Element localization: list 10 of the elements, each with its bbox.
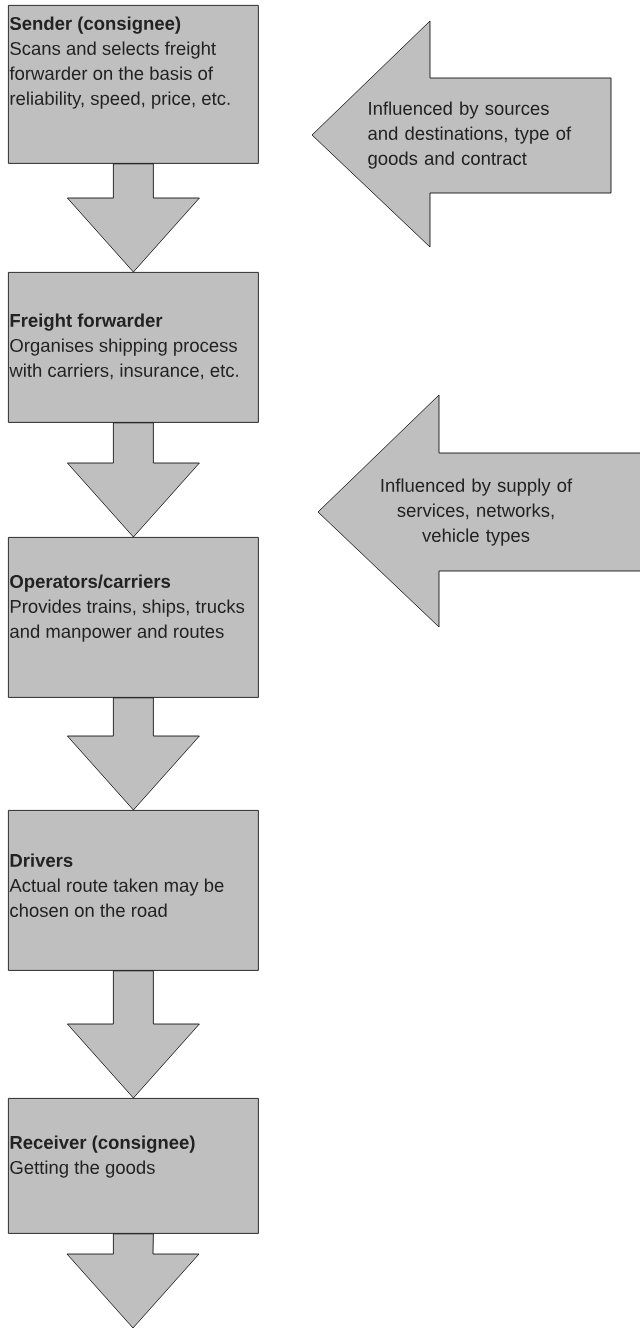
block-arrow — [67, 970, 200, 1099]
block-arrow — [66, 1233, 200, 1329]
block-arrow — [67, 697, 200, 811]
process-box: Drivers Actual route taken may be chosen on the road — [8, 810, 259, 971]
process-box: Operators/carriers Provides trains, ships, trucks and manpower and routes — [8, 537, 259, 698]
process-box: Freight forwarder Organises shipping process with carriers, insurance, etc. — [8, 272, 259, 423]
block-arrow — [67, 163, 200, 273]
process-box: Receiver (consignee) Getting the goods — [8, 1098, 259, 1234]
process-box: Sender (consignee) Scans and selects freight forwarder on the basis of reliability, speed, price, etc. — [8, 5, 259, 164]
block-arrow — [67, 422, 200, 538]
